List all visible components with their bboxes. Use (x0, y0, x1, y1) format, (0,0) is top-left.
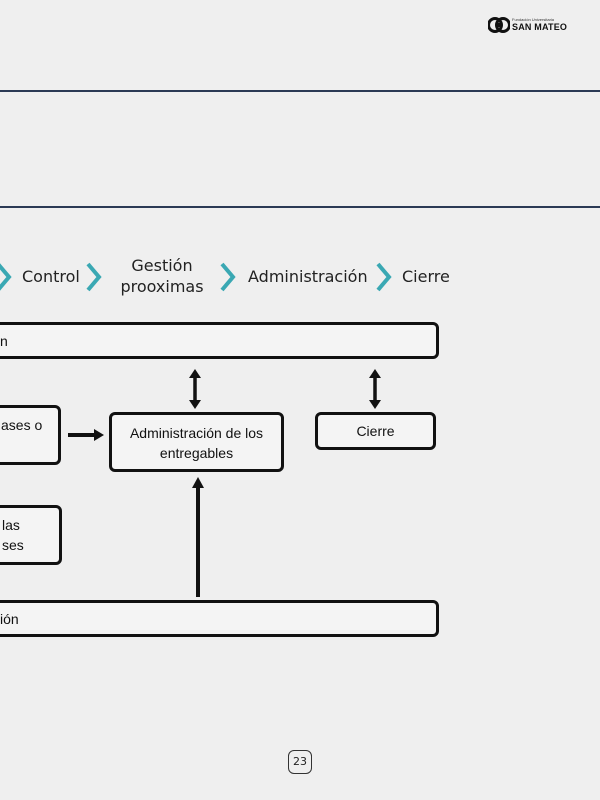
page-number: 23 (288, 750, 312, 774)
section-rule (0, 206, 600, 208)
chevron-right-icon (86, 262, 102, 292)
center-box-label-1: Administración de los (129, 425, 264, 441)
double-arrow-icon (369, 369, 381, 409)
bottom-process-bar-label: ión (0, 611, 19, 627)
flow-step-control: Control (22, 267, 80, 286)
flow-step-cierre: Cierre (402, 267, 450, 286)
chevron-right-icon (0, 263, 12, 291)
bottom-process-bar: ión (0, 600, 439, 637)
left-lower-box-label-1: las (2, 517, 20, 533)
top-process-bar-label: n (0, 333, 8, 349)
center-box: Administración de los entregables (109, 412, 284, 472)
flow-step-gestion-line2: prooximas (120, 277, 204, 296)
flow-step-gestion-line1: Gestión (131, 256, 193, 275)
left-lower-box: las ses (0, 505, 62, 565)
flow-step-administracion: Administración (248, 267, 368, 286)
center-box-label-2: entregables (159, 445, 234, 461)
arrow-up-icon (192, 477, 204, 597)
header-rule (0, 90, 600, 92)
process-flow: Control Gestión prooximas Administración… (0, 252, 600, 302)
right-box: Cierre (315, 412, 436, 450)
brand-small-text: Fundación Universitaria (512, 17, 555, 22)
right-box-label: Cierre (356, 423, 395, 439)
double-arrow-icon (189, 369, 201, 409)
arrow-right-icon (68, 429, 104, 441)
chevron-right-icon (220, 262, 236, 292)
left-upper-box: ases o (0, 405, 61, 465)
brand-name: SAN MATEO (512, 22, 568, 32)
brand-logo: Fundación Universitaria SAN MATEO (488, 14, 568, 36)
top-process-bar: n (0, 322, 439, 359)
chevron-right-icon (376, 262, 392, 292)
left-lower-box-label-2: ses (2, 537, 24, 553)
flow-step-gestion: Gestión prooximas (118, 255, 206, 297)
brand-mark-icon (488, 17, 510, 33)
left-upper-box-label: ases o (1, 417, 43, 433)
